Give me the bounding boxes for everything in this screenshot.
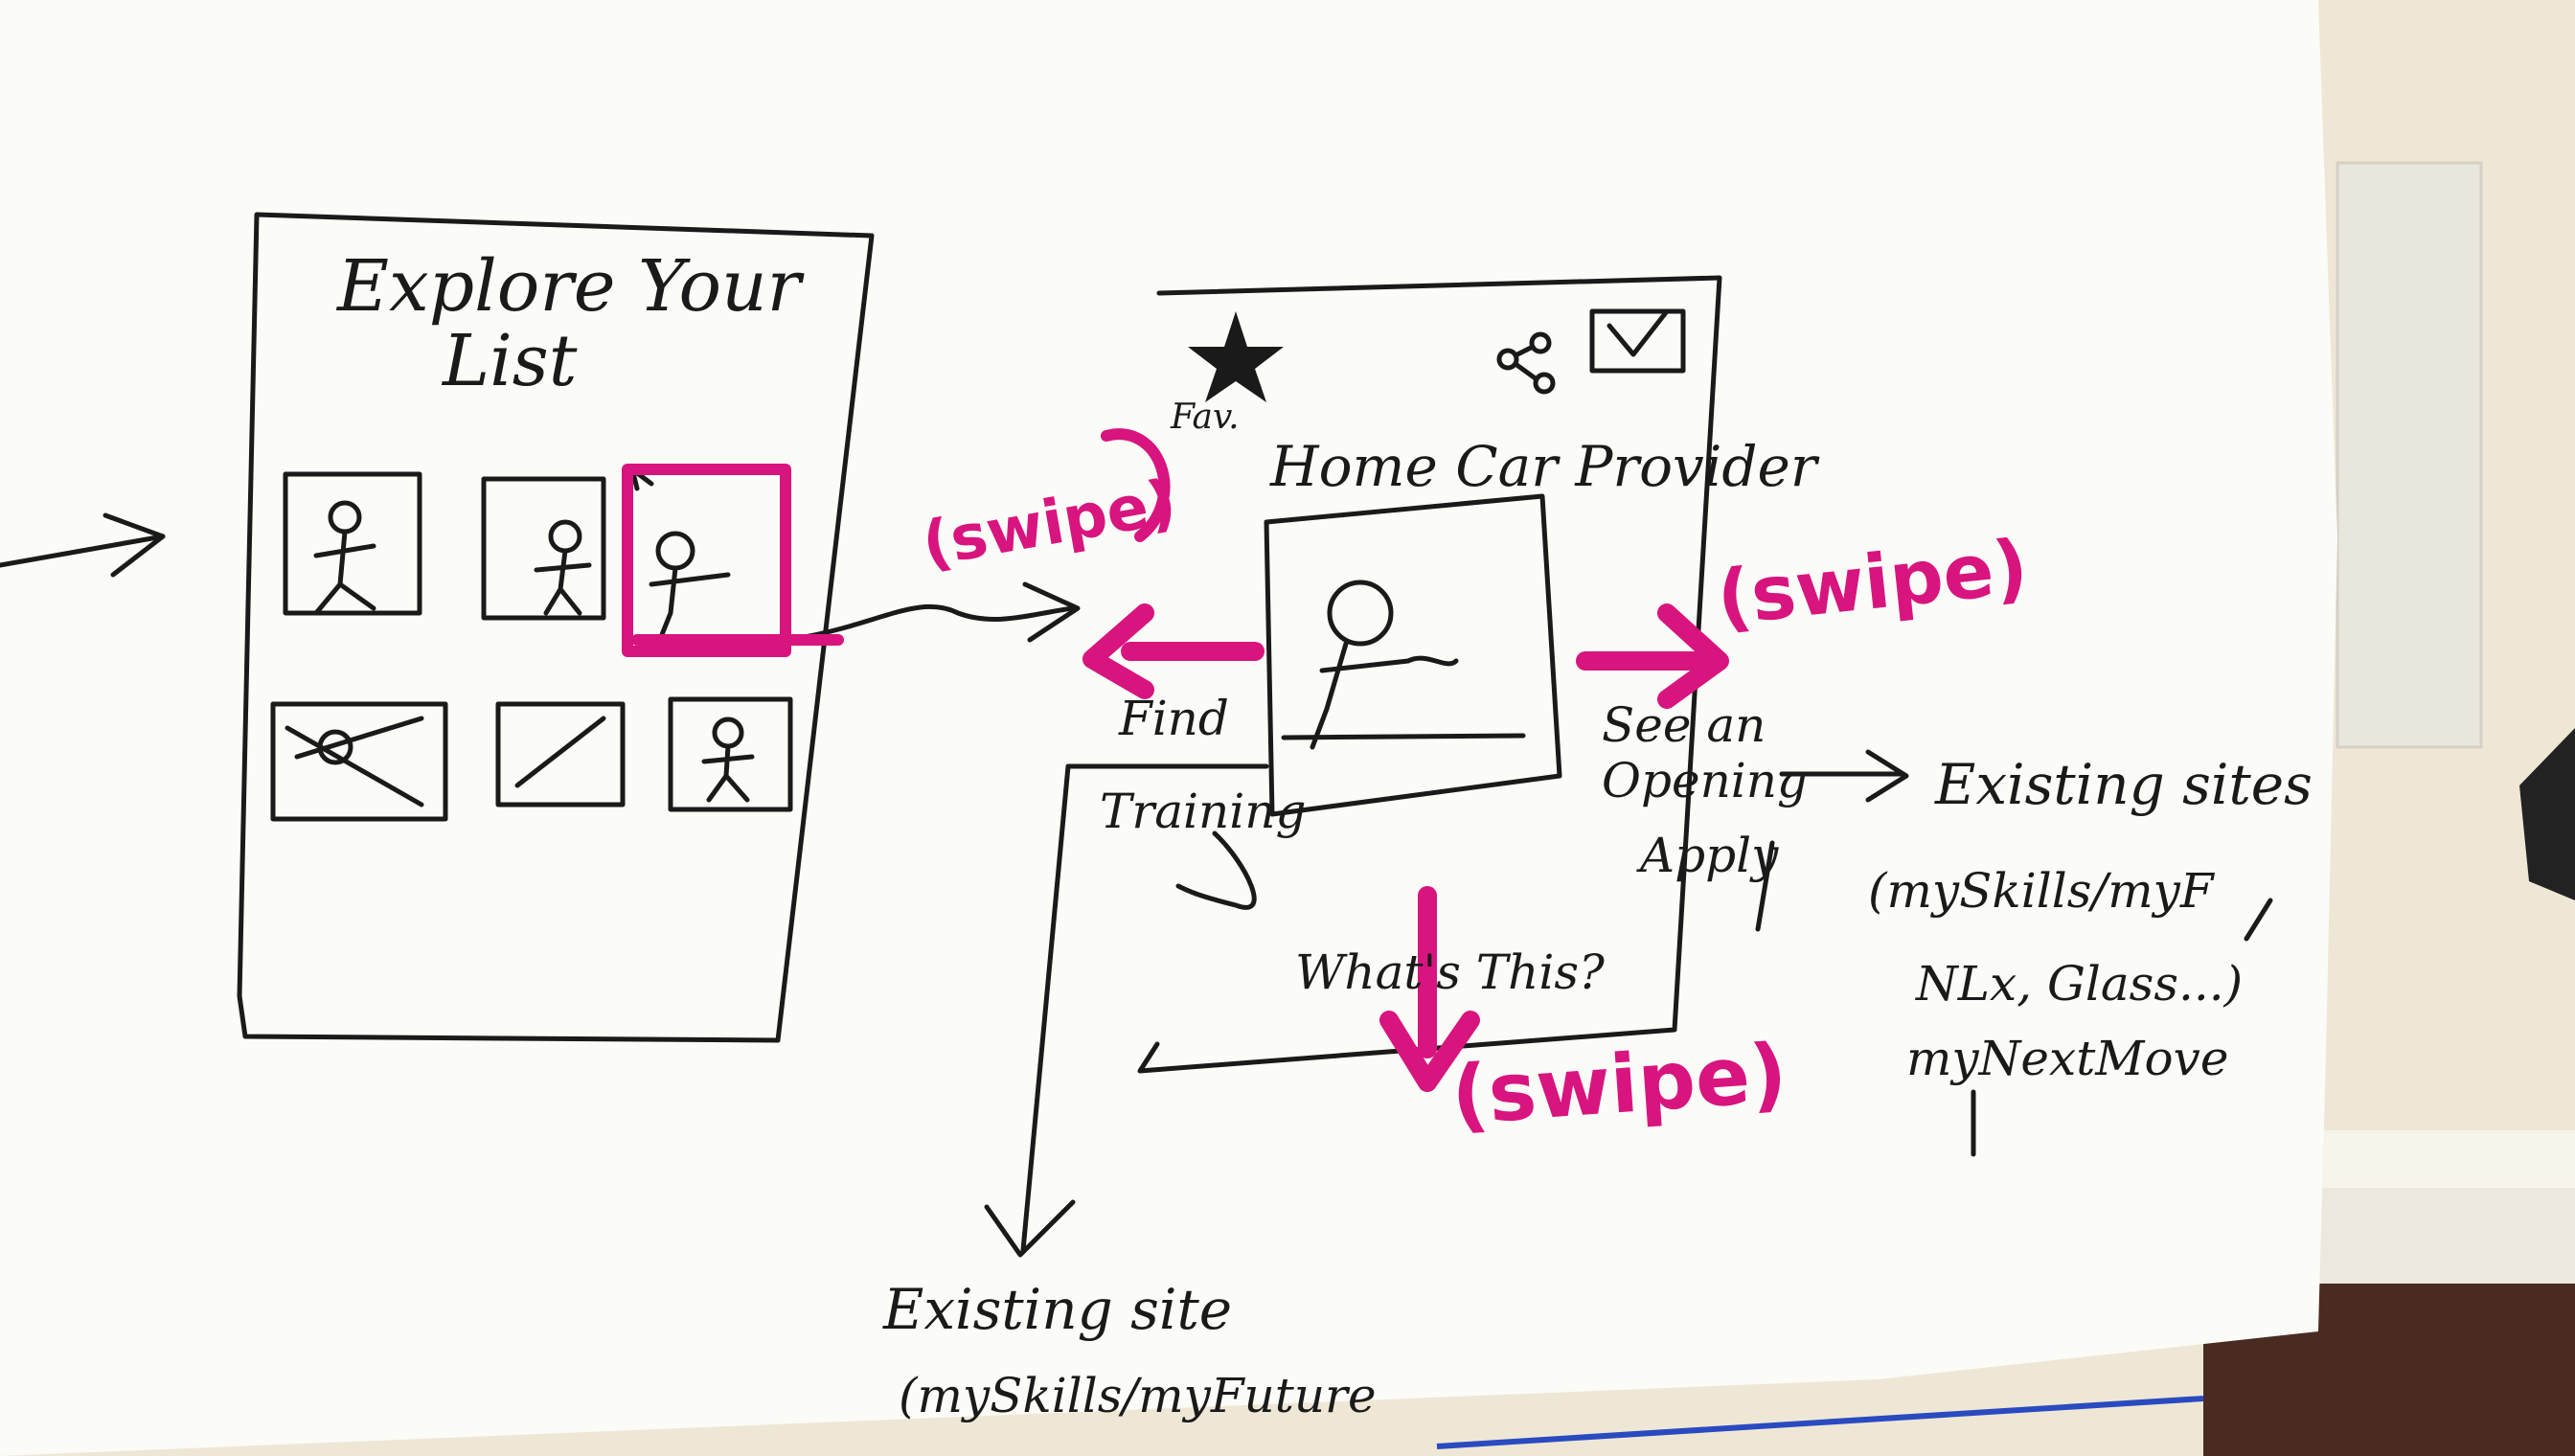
detail-image-box (1264, 493, 1562, 817)
existing-sites-line2: NLx, Glass...) (1916, 956, 2244, 1012)
baseboard (2318, 1188, 2575, 1284)
thumb-figure-body (313, 529, 376, 616)
find-training-label-line2[interactable]: Training (1100, 784, 1307, 839)
paper-sheet (0, 0, 2337, 1456)
checkbox-icon[interactable] (1589, 308, 1686, 374)
share-icon-node (1533, 372, 1556, 395)
thumbnail-2 (481, 476, 606, 621)
detail-figure-body (1310, 641, 1459, 750)
swipe-right-arrow-head (1657, 603, 1729, 709)
see-opening-label-line2[interactable]: Opening (1602, 753, 1808, 808)
existing-site-bottom-line1: (mySkills/myFuture (899, 1368, 1377, 1423)
apply-tail (1755, 840, 1775, 932)
training-hook (1175, 830, 1257, 910)
thumb-scribbles (285, 716, 606, 808)
explore-title-line2: List (443, 320, 578, 402)
detail-figure-head (1327, 580, 1394, 647)
share-icon-node (1529, 331, 1552, 354)
background-paper-sheet (2336, 161, 2483, 749)
explore-title-line1: Explore Your (337, 245, 802, 328)
apply-label[interactable]: Apply (1640, 828, 1779, 883)
share-icon-links (1513, 344, 1539, 382)
existing-sites-line1: (mySkills/myF (1868, 863, 2214, 919)
thumbnail-1 (283, 471, 422, 616)
thumbnail-5 (495, 701, 626, 808)
fav-label: Fav. (1171, 398, 1240, 437)
swipe-down-arrow-head (1379, 1011, 1480, 1092)
thumb-figure-head (317, 729, 353, 765)
blue-pen-line (1436, 1396, 2204, 1449)
connector-arrow-line (802, 603, 1076, 640)
thumb-figure-body (534, 548, 592, 616)
thumb-figure-body (701, 743, 755, 803)
swipe-left-arrow-head (1082, 603, 1154, 699)
thumbnail-4 (270, 701, 448, 822)
whats-this-label[interactable]: What's This? (1295, 944, 1605, 1000)
existing-sites-line3: myNextMove (1906, 1031, 2229, 1086)
detail-image-divider (1281, 733, 1526, 740)
incoming-arrow-line (0, 534, 166, 568)
baseboard-trim (2318, 1130, 2575, 1188)
thumbnail-6 (668, 696, 793, 812)
selected-thumbnail-highlight (622, 464, 791, 657)
connector-arrow-head (1022, 581, 1081, 643)
branch-arrow-head-right (1865, 749, 1909, 803)
selected-thumb-figure-body (649, 565, 731, 640)
checkbox-icon-mark (1607, 308, 1670, 357)
bracket-tick (2244, 898, 2273, 942)
swipe-top-left-bracket (1101, 428, 1171, 542)
swipe-label-bottom: (swipe) (1448, 1025, 1790, 1144)
see-opening-label-line1[interactable]: See an (1602, 697, 1766, 753)
explore-card-frame (237, 212, 875, 1043)
incoming-arrow-head (103, 512, 166, 578)
detail-card-title: Home Car Provider (1270, 434, 1817, 499)
dark-object (2519, 728, 2575, 900)
existing-site-bottom-title: Existing site (883, 1277, 1233, 1342)
branch-line-bottom (1020, 763, 1269, 1253)
star-icon[interactable] (1188, 311, 1284, 402)
find-training-label-line1[interactable]: Find (1119, 691, 1229, 746)
existing-sites-title: Existing sites (1935, 752, 2313, 817)
detail-card-frame (1137, 275, 1722, 1074)
branch-arrow-head-bottom (984, 1199, 1076, 1258)
share-icon[interactable] (1496, 348, 1519, 371)
